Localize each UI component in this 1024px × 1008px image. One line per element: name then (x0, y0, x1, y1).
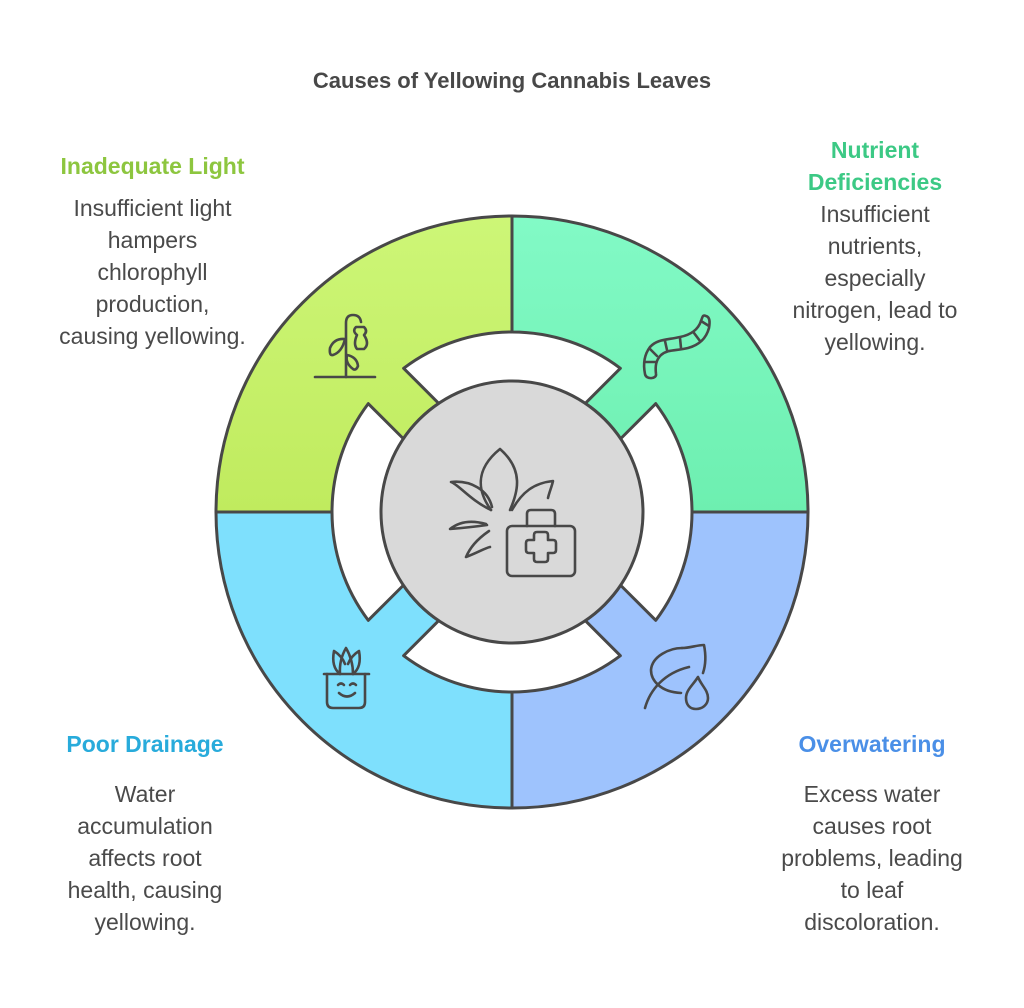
cause-poor-drainage: Poor Drainage Water accumulation affects… (25, 728, 265, 938)
desc-line: Excess water (803, 781, 941, 807)
description-inadequate-light: Insufficient light hampers chlorophyll p… (20, 192, 285, 352)
desc-line: causing yellowing. (59, 323, 246, 349)
cause-overwatering: Overwatering Excess water causes root pr… (752, 728, 992, 938)
segment-poor-drainage (214, 510, 514, 810)
cause-inadequate-light: Inadequate Light Insufficient light hamp… (20, 150, 285, 352)
description-poor-drainage: Water accumulation affects root health, … (25, 778, 265, 938)
desc-line: problems, leading (781, 845, 963, 871)
wilting-plant-icon (313, 313, 377, 379)
diagram-title: Causes of Yellowing Cannabis Leaves (312, 68, 712, 93)
desc-line: chlorophyll (97, 259, 208, 285)
desc-line: Insufficient (820, 201, 930, 227)
desc-line: yellowing. (94, 909, 196, 935)
description-nutrient-deficiencies: Insufficient nutrients, especially nitro… (755, 198, 995, 358)
desc-line: production, (95, 291, 210, 317)
desc-line: discoloration. (804, 909, 940, 935)
leaf-water-drop-icon (643, 643, 710, 711)
desc-line: Insufficient light (73, 195, 232, 221)
happy-potted-plant-icon (322, 646, 371, 710)
worm-icon (642, 314, 711, 380)
desc-line: hampers (107, 227, 198, 253)
desc-line: accumulation (77, 813, 213, 839)
cause-nutrient-deficiencies: Nutrient Deficiencies Insufficient nutri… (755, 134, 995, 358)
description-overwatering: Excess water causes root problems, leadi… (752, 778, 992, 938)
heading-nutrient-deficiencies: Nutrient Deficiencies (755, 134, 995, 198)
desc-line: nitrogen, lead to (792, 297, 958, 323)
desc-line: causes root (812, 813, 932, 839)
segment-overwatering (510, 510, 810, 810)
cannabis-first-aid-icon (448, 447, 577, 578)
desc-line: to leaf (840, 877, 904, 903)
desc-line: especially (824, 265, 926, 291)
heading-poor-drainage: Poor Drainage (66, 731, 224, 757)
desc-line: health, causing (67, 877, 223, 903)
heading-inadequate-light: Inadequate Light (60, 153, 245, 179)
desc-line: yellowing. (824, 329, 926, 355)
desc-line: nutrients, (827, 233, 923, 259)
desc-line: affects root (88, 845, 202, 871)
heading-line: Nutrient (830, 137, 920, 163)
center-hub (379, 379, 645, 645)
heading-overwatering: Overwatering (798, 731, 946, 757)
desc-line: Water (114, 781, 176, 807)
heading-line: Deficiencies (807, 169, 943, 195)
